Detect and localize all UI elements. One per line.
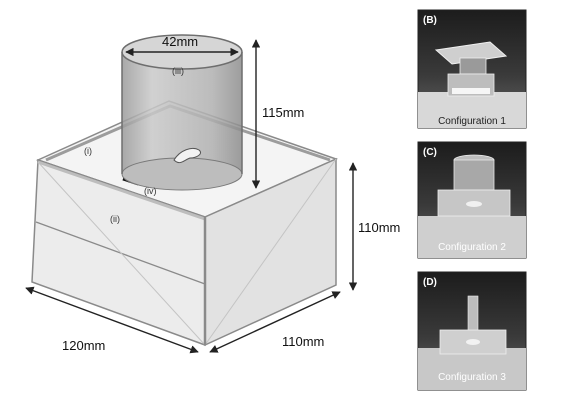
label-part-ii: (ii) — [110, 214, 120, 224]
label-part-iii: (iii) — [172, 66, 184, 76]
cylinder-bottom — [121, 157, 243, 191]
photo-b-letter: (B) — [423, 15, 437, 26]
photo-panel-b: (B) Configuration 1 — [417, 9, 527, 129]
label-cylinder-diameter: 42mm — [162, 34, 198, 49]
label-part-iv: (iv) — [144, 186, 157, 196]
label-part-i: (i) — [84, 146, 92, 156]
photo-c-caption: Configuration 2 — [438, 242, 506, 253]
photo-c-letter: (C) — [423, 147, 437, 158]
photo-panel-c: (C) Configuration 2 — [417, 141, 527, 259]
label-box-depth: 110mm — [282, 334, 324, 349]
dimension-lines — [25, 39, 358, 354]
photo-b-caption: Configuration 1 — [438, 116, 506, 127]
box-depth-line — [209, 291, 341, 353]
label-box-length: 120mm — [62, 338, 105, 353]
label-cylinder-height: 115mm — [262, 105, 304, 120]
photo-panel-d: (D) Configuration 3 — [417, 271, 527, 391]
specimen-shape — [173, 147, 202, 164]
photo-d-caption: Configuration 3 — [438, 372, 506, 383]
photo-d-letter: (D) — [423, 277, 437, 288]
cylinder — [121, 34, 243, 191]
label-box-height: 110mm — [358, 220, 400, 235]
box-length-line — [25, 286, 199, 354]
